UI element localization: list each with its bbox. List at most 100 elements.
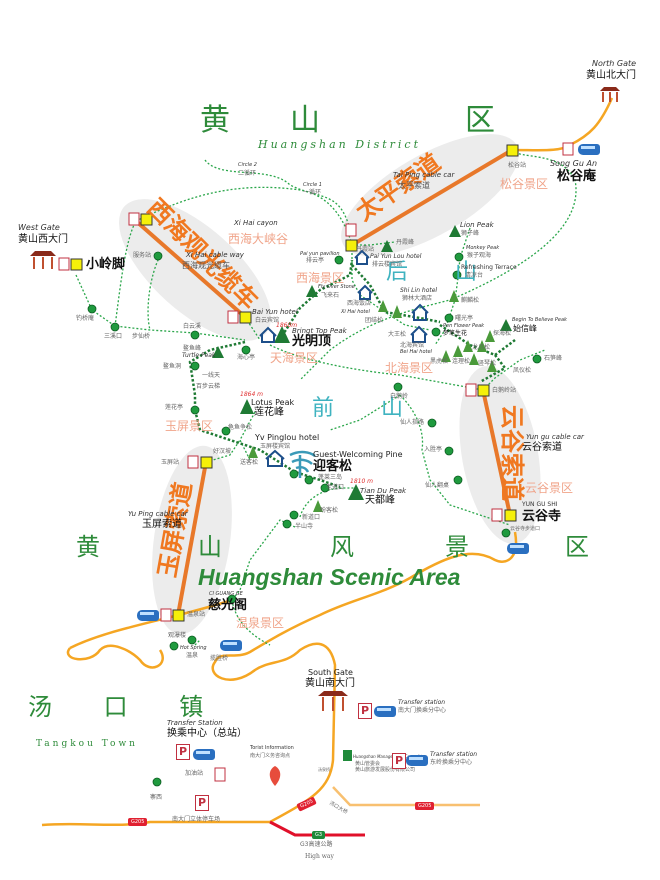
region-label: 云谷景区	[525, 481, 574, 495]
place-label: 竖琴松	[478, 360, 497, 367]
east-transfer-zh: 东岭换乘分中心	[430, 759, 473, 766]
xiaolingjiao-label: 小岭脚	[86, 257, 126, 272]
place-label: 仙人翻桌	[425, 482, 450, 489]
monkey-peak-zh: 猴子观海	[467, 252, 492, 259]
info-pin-icon	[269, 766, 281, 786]
place-label: 鳌鱼洞	[163, 363, 182, 370]
place-label: 石笋峰	[544, 355, 563, 362]
yuping-hotel-en: Yv Pinglou hotel	[255, 433, 320, 442]
tiandu-peak-zh: 天都峰	[365, 495, 395, 506]
place-label: 老道口	[326, 484, 345, 491]
yungu-cable-zone	[459, 366, 541, 544]
bright-top-en: Bringt Top Peak	[292, 327, 347, 335]
lion-peak-en: Lion Peak	[460, 221, 494, 229]
bus-icon	[578, 144, 600, 155]
north-gate-zh: 黄山北大门	[586, 70, 636, 81]
g205-west	[41, 820, 270, 827]
g205-east	[332, 786, 480, 807]
xihai-hotel-en: Xi Hai hotel	[341, 309, 370, 315]
place-label: 入胜亭	[424, 446, 443, 453]
pen-flower-en: Pen Flower Peak	[443, 323, 485, 329]
place-label: 黑虎松	[430, 358, 449, 365]
place-label: 白云溪	[183, 323, 202, 330]
south-transfer-zh: 南大门换乘分中心	[398, 707, 447, 714]
baiyun-hotel-zh: 白云宾馆	[255, 317, 280, 324]
service-station-label: 服务站	[133, 252, 152, 259]
welcoming-pine-zh: 迎客松	[313, 459, 353, 474]
place-label: 麒麟松	[461, 297, 480, 304]
pine-icons	[248, 290, 497, 512]
monkey-peak-en: Monkey Peak	[466, 245, 500, 251]
hotspring-zh: 温泉	[186, 652, 199, 659]
baiyun-hotel-en: Bai Yun hotel	[252, 308, 298, 316]
refreshing-terrace-en: Refreshing Terrace	[461, 264, 517, 271]
beihai-hotel-zh: 北海宾馆	[400, 342, 425, 349]
circle1-zh: 一循环	[303, 189, 322, 196]
management-en: Huangshan Management Committee	[353, 754, 427, 759]
place-label: 汤泉桥	[318, 767, 330, 772]
management-company-zh: 黄山旅游发展股份有限公司	[355, 767, 416, 773]
altitude-label: 1864 m	[240, 391, 264, 398]
believe-peak-en: Begin To Believe Peak	[512, 317, 567, 323]
region-label: 北海景区	[385, 361, 434, 375]
place-label: 丹霞峰	[396, 239, 415, 246]
place-label: 仙人指路	[400, 419, 425, 426]
songgu-station-label: 松谷站	[508, 162, 527, 169]
parking-label: 南大门立体停车场	[172, 816, 221, 823]
bright-top-zh: 光明顶	[292, 334, 332, 349]
district-char: 黄	[200, 103, 230, 138]
welcoming-pine-icon	[289, 450, 316, 478]
gas-station-icon	[214, 767, 226, 782]
hotspring-road	[66, 644, 164, 669]
place-label: 寨西	[150, 794, 163, 801]
place-label: 好汉坡	[213, 448, 232, 455]
district-name-en: Huangshan District	[258, 138, 421, 151]
feilai-en: Fly Over Stone	[318, 284, 355, 290]
xihai-hotel-zh: 西海饭店	[347, 300, 372, 307]
main-transfer-en: Transfer Station	[167, 719, 223, 727]
trail-points	[87, 251, 542, 787]
shilin-hotel-en: Shi Lin hotel	[400, 287, 438, 294]
yungu-cable-zh: 云谷索道	[522, 442, 562, 453]
scenic-char: 景	[445, 533, 469, 561]
altitude-label: 1810 m	[350, 478, 374, 485]
bus-icon	[193, 749, 215, 760]
circle1-en: Circle 1	[303, 182, 322, 188]
south-gate-zh: 黄山南大门	[305, 678, 355, 689]
paiyunlou-en: Pai Yun Lou hotel	[370, 253, 422, 260]
pen-flower-zh: 梦笔生花	[443, 330, 468, 337]
place-label: 大王松	[388, 331, 407, 338]
place-label: 白鹅岭	[390, 393, 409, 400]
district-char: 区	[465, 103, 495, 138]
management-zh: 黄山管委会	[355, 761, 381, 767]
place-label: 新道口	[302, 514, 321, 521]
place-label: 海心亭	[237, 354, 256, 361]
lotus-peak-en: Lotus Peak	[251, 398, 295, 407]
cable-stations	[70, 144, 519, 622]
shilin-hotel-zh: 狮林大酒店	[402, 295, 433, 302]
main-transfer-zh: 换乘中心（总站）	[167, 728, 247, 739]
scenic-char: 区	[565, 533, 589, 561]
road-badge: G205	[415, 802, 435, 810]
south-transfer-en: Transfer station	[398, 699, 446, 706]
taiping-cable-en: Tai Ping cable car	[393, 171, 455, 179]
turtle-peak-en: Turtle Peak	[182, 352, 216, 359]
scenic-char: 黄	[76, 533, 100, 561]
ciguang-en: CI GUANG GE	[209, 591, 243, 597]
parking-icon: P	[392, 753, 406, 769]
north-road	[511, 97, 614, 152]
place-label: 百步云梯	[196, 383, 221, 390]
place-label: 连理松	[452, 358, 471, 365]
highway-en: High way	[305, 853, 334, 860]
g3-highway	[269, 820, 365, 837]
scenic-road	[211, 531, 518, 824]
district-char: 山	[290, 103, 320, 138]
yungusi-en: YUN GU SHI	[522, 501, 558, 508]
place-label: 龙爪松	[472, 344, 491, 351]
place-label: 揽胜桥	[210, 655, 229, 662]
refreshing-terrace-zh: 清凉台	[465, 272, 484, 279]
place-label: 丹霞站	[356, 246, 375, 253]
bus-icon	[406, 755, 428, 766]
